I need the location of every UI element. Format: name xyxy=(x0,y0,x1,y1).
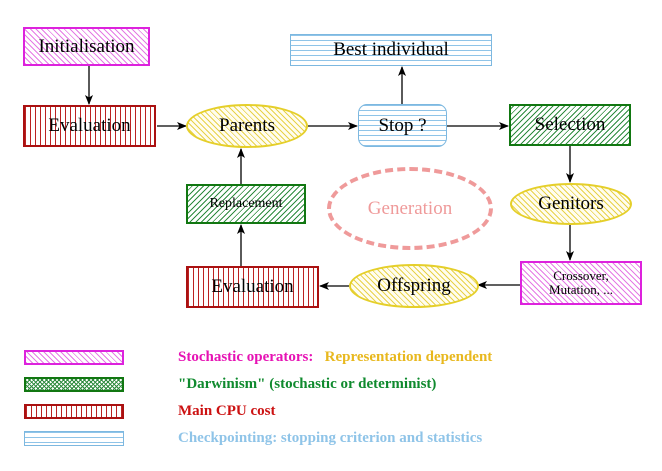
node-crossover-mutation[interactable]: Crossover, Mutation, ... xyxy=(520,261,642,305)
legend-label-darwinism: "Darwinism" (stochastic or determinist) xyxy=(148,359,436,410)
node-evaluation-bottom[interactable]: Evaluation xyxy=(186,266,319,308)
legend-text-primary-cpu: Main CPU cost xyxy=(178,403,276,419)
node-evaluation-top[interactable]: Evaluation xyxy=(23,105,156,147)
legend-row-darwinism: "Darwinism" (stochastic or determinist) xyxy=(24,371,644,398)
node-offspring[interactable]: Offspring xyxy=(349,264,479,308)
node-stop[interactable]: Stop ? xyxy=(358,104,447,147)
legend-text-secondary-stochastic: Representation dependent xyxy=(324,349,493,365)
legend-swatch-blue-horizontal xyxy=(24,431,124,446)
node-generation-label: Generation xyxy=(367,197,453,219)
legend-swatch-magenta-hatch xyxy=(24,350,124,365)
node-crossover-line2: Mutation, ... xyxy=(549,282,613,297)
legend-label-checkpointing: Checkpointing: stopping criterion and st… xyxy=(148,413,482,464)
legend-row-checkpointing: Checkpointing: stopping criterion and st… xyxy=(24,425,644,452)
legend-swatch-red-vertical xyxy=(24,404,124,419)
node-evaluation-bottom-label: Evaluation xyxy=(211,276,294,298)
legend-label-main-cpu-cost: Main CPU cost xyxy=(148,386,276,437)
node-genitors[interactable]: Genitors xyxy=(510,183,632,225)
node-initialisation-label: Initialisation xyxy=(38,35,135,57)
node-stop-label: Stop ? xyxy=(378,114,427,136)
legend-swatch-green-crosshatch xyxy=(24,377,124,392)
node-selection[interactable]: Selection xyxy=(509,104,631,146)
node-generation: Generation xyxy=(327,167,493,250)
legend-row-main-cpu-cost: Main CPU cost xyxy=(24,398,644,425)
legend-text-primary-stochastic: Stochastic operators: xyxy=(178,349,314,365)
node-parents[interactable]: Parents xyxy=(186,104,308,148)
node-genitors-label: Genitors xyxy=(538,193,604,215)
node-best-individual[interactable]: Best individual xyxy=(290,34,492,66)
node-selection-label: Selection xyxy=(534,114,606,136)
legend: Stochastic operators: Representation dep… xyxy=(24,344,644,452)
node-replacement-label: Replacement xyxy=(209,195,283,211)
legend-label-stochastic-operators: Stochastic operators: Representation dep… xyxy=(148,332,492,383)
legend-text-primary-darwinism: "Darwinism" (stochastic or determinist) xyxy=(178,376,437,392)
node-initialisation[interactable]: Initialisation xyxy=(23,27,150,66)
node-replacement[interactable]: Replacement xyxy=(186,184,306,224)
legend-text-primary-checkpointing: Checkpointing: stopping criterion and st… xyxy=(178,430,483,446)
node-parents-label: Parents xyxy=(219,115,275,137)
node-offspring-label: Offspring xyxy=(377,275,451,297)
legend-row-stochastic-operators: Stochastic operators: Representation dep… xyxy=(24,344,644,371)
node-crossover-line1: Crossover, xyxy=(553,268,609,284)
node-best-individual-label: Best individual xyxy=(333,39,449,61)
node-evaluation-top-label: Evaluation xyxy=(48,115,131,137)
